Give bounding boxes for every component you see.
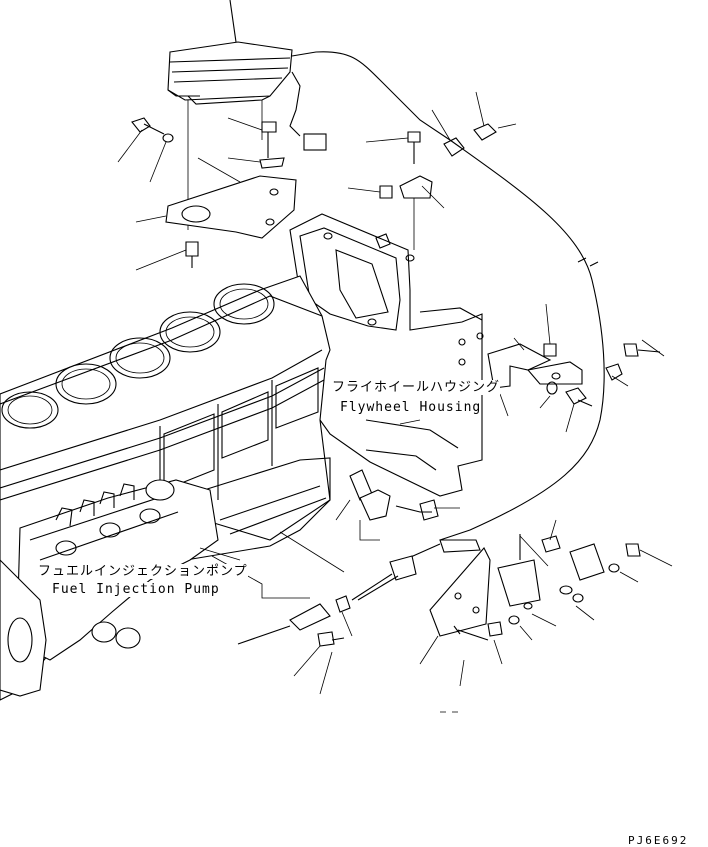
drawing-code: PJ6E692 — [628, 834, 689, 847]
fuel-injection-pump-label-en: Fuel Injection Pump — [52, 582, 220, 597]
lower-linkage — [199, 469, 673, 695]
fuel-injection-pump-label-jp: フュエルインジェクションポンプ — [38, 564, 248, 579]
throttle-cable — [439, 139, 605, 541]
side-bracket — [487, 303, 665, 433]
flywheel-housing — [289, 213, 484, 497]
cable-clamp-parts — [347, 91, 517, 250]
mounting-bracket — [135, 175, 297, 271]
bolt-parts-top-left — [117, 117, 285, 183]
flywheel-housing-label-en: Flywheel Housing — [340, 400, 482, 415]
flywheel-housing-label-jp: フライホイールハウジング — [332, 380, 501, 395]
controller-box — [167, 0, 451, 230]
